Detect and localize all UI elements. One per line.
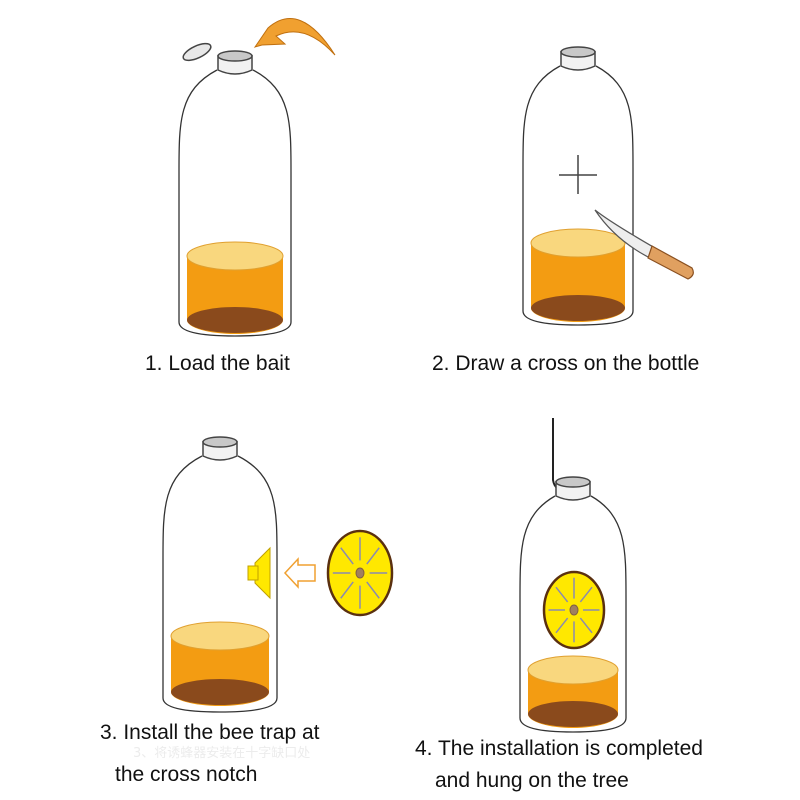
trap-spoke <box>555 586 569 603</box>
bottle-step-3 <box>162 436 278 713</box>
bottle-cap-top <box>202 436 238 448</box>
bee-trap-disc-step-3 <box>326 529 394 617</box>
step-3-faint-note: 3、将诱蜂器安装在十字缺口处 <box>133 746 311 761</box>
step-3-caption-line2: the cross notch <box>115 763 258 786</box>
bottle-step-4 <box>519 476 627 733</box>
bottle-cap-top <box>217 50 253 62</box>
trap-spoke <box>366 581 380 599</box>
bee-trap-disc-step-4 <box>542 570 606 650</box>
bait-surface <box>186 241 284 271</box>
direction-arrow-icon <box>283 557 316 589</box>
trap-center-hole <box>569 604 579 616</box>
bait-bottom <box>187 307 283 333</box>
step-1-caption: 1. Load the bait <box>145 352 290 375</box>
trap-tube <box>247 565 259 581</box>
cross-mark-icon <box>559 155 597 194</box>
trap-spoke <box>340 547 354 565</box>
curved-arrow-icon <box>253 18 336 56</box>
bottle-step-2 <box>522 46 634 326</box>
step-2-caption: 2. Draw a cross on the bottle <box>432 352 700 375</box>
bait-surface <box>527 655 619 685</box>
step-3-caption-line1: 3. Install the bee trap at <box>100 721 320 744</box>
trap-spoke <box>579 617 593 634</box>
knife-icon <box>594 209 694 280</box>
bottle-outline <box>178 69 292 337</box>
installed-trap-icon <box>247 546 271 600</box>
step-4-caption-line2: and hung on the tree <box>435 769 629 792</box>
bottle-outline <box>522 65 634 326</box>
bottle-outline <box>519 495 627 733</box>
bait-surface <box>170 621 270 651</box>
trap-spoke <box>579 586 593 603</box>
trap-spoke <box>340 581 354 599</box>
bait-bottom <box>531 295 625 321</box>
trap-spoke <box>366 547 380 565</box>
bait-bottom <box>171 679 269 705</box>
removed-cap-icon <box>182 42 212 62</box>
trap-center-hole <box>355 567 365 579</box>
bait-bottom <box>528 701 618 727</box>
bait-surface <box>530 228 626 258</box>
trap-spoke <box>555 617 569 634</box>
bottle-cap-top <box>555 476 591 488</box>
trap-funnel <box>254 546 271 600</box>
step-4-caption-line1: 4. The installation is completed <box>415 737 703 760</box>
bottle-outline <box>162 455 278 713</box>
bottle-cap-top <box>560 46 596 58</box>
bottle-step-1 <box>178 50 292 337</box>
knife-handle <box>647 245 694 280</box>
